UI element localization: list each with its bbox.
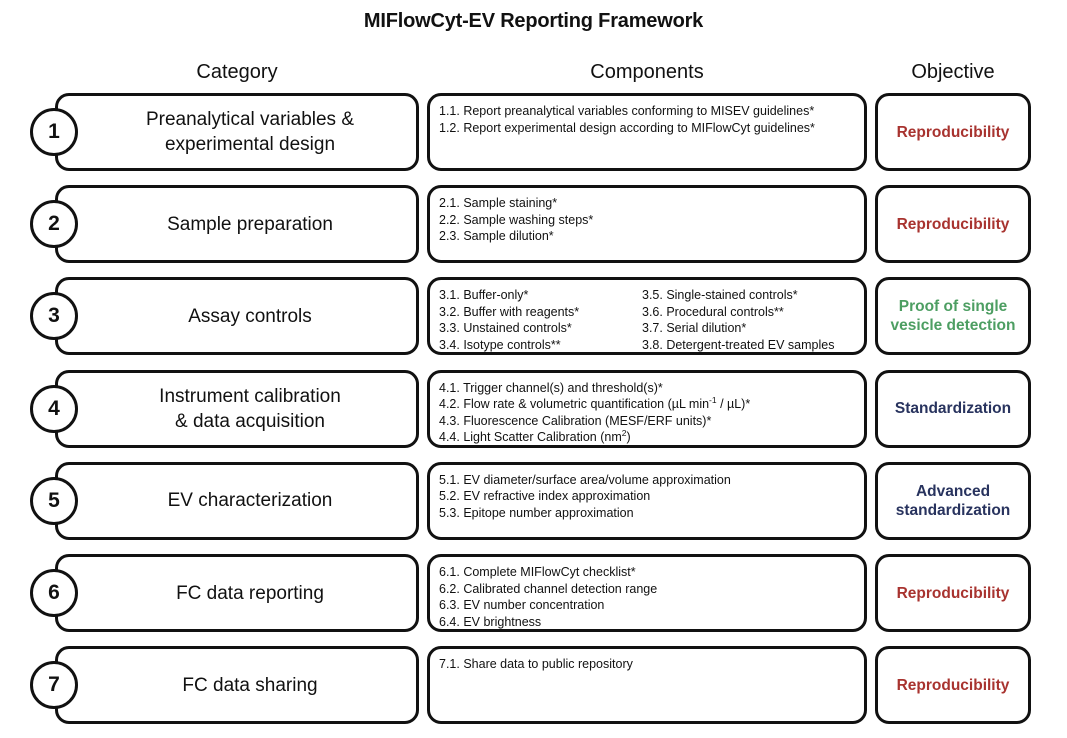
objective-label: Advanced standardization [895, 482, 1011, 519]
components-column-right: 3.5. Single-stained controls*3.6. Proced… [642, 287, 867, 353]
objective-box[interactable]: Reproducibility [875, 646, 1031, 725]
component-item: 2.3. Sample dilution* [439, 229, 554, 244]
row-number-badge: 3 [30, 292, 78, 341]
page-title: MIFlowCyt-EV Reporting Framework [363, 10, 704, 32]
framework-row: Sample preparation 2 2.1. Sample staining*… [0, 185, 1067, 264]
framework-row: FC data sharing 7 7.1. Share data to publi… [0, 646, 1067, 725]
component-item: 5.3. Epitope number approximation [439, 505, 634, 520]
framework-row: EV characterization 5 5.1. EV diameter/sur… [0, 461, 1067, 540]
components-columns: 7.1. Share data to public repository [439, 656, 864, 673]
objective-label: Standardization [894, 400, 1012, 418]
category-label: Sample preparation [167, 213, 333, 235]
objective-box[interactable]: Proof of single vesicle detection [875, 277, 1031, 356]
objective-label: Proof of single vesicle detection [890, 298, 1016, 335]
components-columns: 4.1. Trigger channel(s) and threshold(s)… [439, 380, 864, 446]
components-box[interactable]: 3.1. Buffer-only*3.2. Buffer with reagen… [427, 277, 867, 356]
category-box[interactable]: Instrument calibration & data acquisitio… [55, 369, 419, 448]
objective-box[interactable]: Standardization [875, 369, 1031, 448]
objective-box[interactable]: Reproducibility [875, 554, 1031, 632]
component-item: 3.3. Unstained controls* [439, 321, 572, 336]
row-number-badge: 5 [30, 476, 78, 525]
component-item: 2.2. Sample washing steps* [439, 212, 594, 227]
objective-label: Reproducibility [896, 123, 1010, 141]
row-number-badge: 2 [30, 200, 78, 249]
objective-label: Reproducibility [896, 584, 1010, 602]
objective-label: Reproducibility [896, 676, 1010, 694]
objective-box[interactable]: Reproducibility [875, 185, 1031, 264]
components-columns: 5.1. EV diameter/surface area/volume app… [439, 472, 864, 522]
component-item: 4.4. Light Scatter Calibration (nm2) [439, 427, 631, 445]
category-label: FC data sharing [182, 674, 318, 696]
components-columns: 1.1. Report preanalytical variables conf… [439, 103, 864, 136]
component-item: 3.1. Buffer-only* [439, 288, 529, 303]
component-item: 7.1. Share data to public repository [439, 657, 633, 672]
component-item: 4.1. Trigger channel(s) and threshold(s)… [439, 380, 663, 395]
components-column-main: 1.1. Report preanalytical variables conf… [439, 103, 864, 136]
component-item: 6.1. Complete MIFlowCyt checklist* [439, 565, 636, 579]
column-header-components: Components [590, 61, 704, 83]
component-item: 3.8. Detergent-treated EV samples [642, 337, 835, 352]
components-column-main: 2.1. Sample staining*2.2. Sample washing… [439, 195, 864, 245]
component-item: 3.6. Procedural controls** [642, 304, 784, 319]
components-box[interactable]: 1.1. Report preanalytical variables conf… [427, 93, 867, 171]
category-label: Instrument calibration & data acquisitio… [159, 385, 341, 432]
components-box[interactable]: 7.1. Share data to public repository [427, 646, 867, 725]
objective-label: Reproducibility [896, 215, 1010, 233]
framework-row: Preanalytical variables & experimental d… [0, 93, 1067, 171]
component-item: 6.4. EV brightness [439, 614, 542, 629]
component-item: 3.7. Serial dilution* [642, 321, 747, 336]
components-column-left: 3.1. Buffer-only*3.2. Buffer with reagen… [439, 287, 642, 353]
components-columns: 3.1. Buffer-only*3.2. Buffer with reagen… [439, 287, 864, 353]
column-header-objective: Objective [911, 61, 995, 83]
column-header-category: Category [196, 61, 278, 83]
component-item: 3.5. Single-stained controls* [642, 288, 798, 303]
row-number-badge: 7 [30, 661, 78, 710]
category-label: EV characterization [167, 490, 333, 512]
framework-row: Assay controls 3 3.1. Buffer-only*3.2. Buf… [0, 277, 1067, 356]
row-number-badge: 4 [30, 384, 78, 433]
component-item: 4.2. Flow rate & volumetric quantificati… [439, 394, 751, 412]
objective-box[interactable]: Advanced standardization [875, 461, 1031, 540]
components-box[interactable]: 6.1. Complete MIFlowCyt checklist* 6.2. C… [427, 554, 867, 632]
components-box[interactable]: 2.1. Sample staining*2.2. Sample washing… [427, 185, 867, 264]
objective-box[interactable]: Reproducibility [875, 93, 1031, 171]
component-item: 1.1. Report preanalytical variables conf… [439, 104, 815, 118]
category-label: Assay controls [188, 305, 312, 327]
row-number-badge: 6 [30, 569, 78, 617]
component-item: 3.4. Isotype controls** [439, 337, 561, 352]
components-columns: 6.1. Complete MIFlowCyt checklist* 6.2. C… [439, 564, 864, 630]
category-box[interactable]: Preanalytical variables & experimental d… [55, 93, 419, 171]
category-box[interactable]: FC data reporting [55, 554, 419, 632]
category-box[interactable]: Assay controls [55, 277, 419, 356]
component-item: 2.1. Sample staining* [439, 196, 558, 211]
category-label: FC data reporting [176, 582, 324, 604]
component-item: 6.3. EV number concentration [439, 598, 605, 612]
framework-row: FC data reporting 6 6.1. Complete MIFlowCy… [0, 554, 1067, 632]
row-number-badge: 1 [30, 108, 78, 156]
component-item: 3.2. Buffer with reagents* [439, 304, 580, 319]
components-column-main: 5.1. EV diameter/surface area/volume app… [439, 472, 864, 522]
components-column-main: 7.1. Share data to public repository [439, 656, 864, 673]
category-box[interactable]: EV characterization [55, 461, 419, 540]
category-box[interactable]: FC data sharing [55, 646, 419, 725]
components-column-main: 4.1. Trigger channel(s) and threshold(s)… [439, 380, 864, 446]
component-item: 4.3. Fluorescence Calibration (MESF/ERF … [439, 413, 712, 428]
components-column-main: 6.1. Complete MIFlowCyt checklist* 6.2. C… [439, 564, 864, 630]
component-item: 1.2. Report experimental design accordin… [439, 120, 815, 135]
components-columns: 2.1. Sample staining*2.2. Sample washing… [439, 195, 864, 245]
components-box[interactable]: 5.1. EV diameter/surface area/volume app… [427, 461, 867, 540]
component-item: 6.2. Calibrated channel detection range [439, 581, 658, 596]
components-box[interactable]: 4.1. Trigger channel(s) and threshold(s)… [427, 369, 867, 448]
category-box[interactable]: Sample preparation [55, 185, 419, 264]
category-label: Preanalytical variables & experimental d… [145, 109, 355, 155]
component-item: 5.1. EV diameter/surface area/volume app… [439, 472, 731, 487]
framework-row: Instrument calibration & data acquisitio… [0, 369, 1067, 448]
component-item: 5.2. EV refractive index approximation [439, 489, 651, 504]
